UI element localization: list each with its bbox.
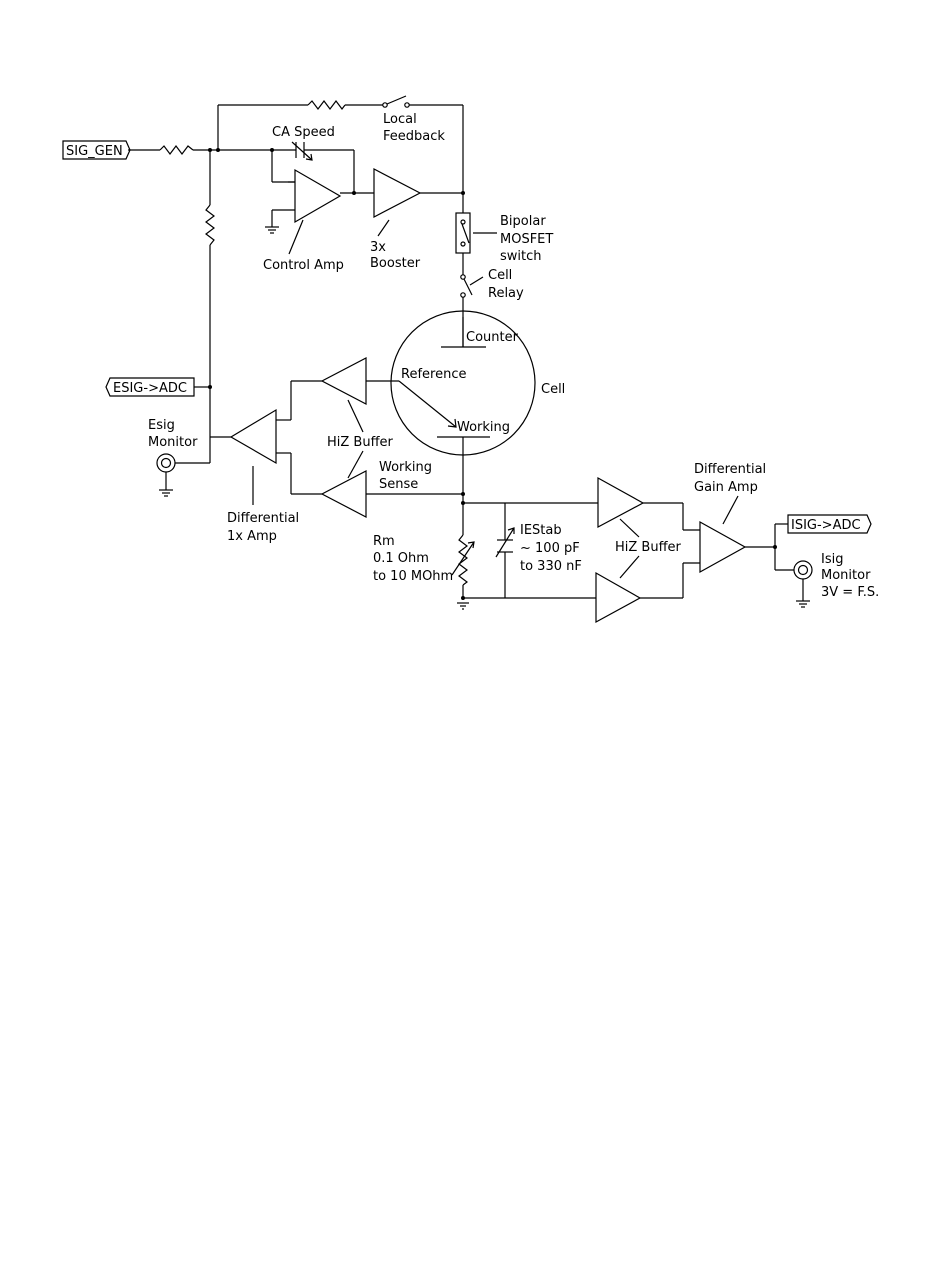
esig-adc-label: ESIG->ADC xyxy=(113,381,187,396)
ground-control-amp xyxy=(265,225,279,234)
diff-gain-amp-label-2: Gain Amp xyxy=(694,480,758,495)
local-feedback-label: Local xyxy=(383,112,417,127)
feedback-resistor xyxy=(307,100,346,110)
cell-relay-label-2: Relay xyxy=(488,286,524,301)
working-sense-label-2: Sense xyxy=(379,477,418,492)
text-labels: Local Feedback CA Speed Control Amp 3x B… xyxy=(148,112,879,600)
rm-label-3: to 10 MOhm xyxy=(373,569,453,584)
local-feedback-switch xyxy=(382,95,410,108)
cell-relay-switch xyxy=(460,274,484,298)
ca-speed-label: CA Speed xyxy=(272,125,335,140)
isig-monitor-connector xyxy=(793,560,813,580)
rm-label-2: 0.1 Ohm xyxy=(373,551,429,566)
esig-monitor-label-2: Monitor xyxy=(148,435,198,450)
bipolar-label-2: MOSFET xyxy=(500,232,553,247)
hiz-buffer-lower xyxy=(595,571,642,624)
bipolar-label-3: switch xyxy=(500,249,542,264)
working-label: Working xyxy=(457,420,510,435)
differential-1x-amp xyxy=(229,408,277,465)
junction-dots xyxy=(208,148,777,600)
esig-adc-port: ESIG->ADC xyxy=(105,377,195,397)
esig-monitor-label: Esig xyxy=(148,418,175,433)
control-amp-label: Control Amp xyxy=(263,258,344,273)
bipolar-label: Bipolar xyxy=(500,214,546,229)
counter-label: Counter xyxy=(466,330,519,345)
differential-gain-amp xyxy=(699,520,747,574)
hiz-buffer-working-sense xyxy=(320,470,367,518)
sig-gen-label: SIG_GEN xyxy=(66,144,123,159)
rm-label: Rm xyxy=(373,534,395,549)
divider-resistor xyxy=(205,204,215,246)
booster-label: 3x xyxy=(370,240,386,255)
control-amp xyxy=(294,168,342,224)
iestab-label-3: to 330 nF xyxy=(520,559,582,574)
hiz-buffer-upper xyxy=(597,476,645,528)
isig-adc-port: ISIG->ADC xyxy=(787,514,872,534)
bipolar-mosfet-switch xyxy=(455,212,471,254)
ground-esig-monitor xyxy=(159,472,173,497)
isig-monitor-label-3: 3V = F.S. xyxy=(821,585,879,600)
differential-1x-label-2: 1x Amp xyxy=(227,529,277,544)
booster-label-2: Booster xyxy=(370,256,421,271)
leader-lines xyxy=(252,219,739,579)
isig-adc-label: ISIG->ADC xyxy=(791,518,861,533)
working-sense-label: Working xyxy=(379,460,432,475)
sig-gen-port: SIG_GEN xyxy=(62,140,131,160)
diff-gain-amp-label: Differential xyxy=(694,462,766,477)
esig-monitor-connector xyxy=(156,453,176,473)
isig-monitor-label-2: Monitor xyxy=(821,568,871,583)
ca-speed-capacitor xyxy=(291,141,313,161)
hiz-buffer-reference xyxy=(320,357,367,405)
cell-relay-label: Cell xyxy=(488,268,512,283)
ground-rm xyxy=(457,602,469,610)
iestab-label: IEStab xyxy=(520,523,562,538)
local-feedback-label-2: Feedback xyxy=(383,129,445,144)
electrochemical-cell xyxy=(390,310,536,456)
booster-amp xyxy=(373,168,422,218)
hiz-buffer-top-label: HiZ Buffer xyxy=(327,435,394,450)
iestab-label-2: ~ 100 pF xyxy=(520,541,580,556)
ground-isig-monitor xyxy=(796,579,810,608)
differential-1x-label: Differential xyxy=(227,511,299,526)
hiz-buffer-bottom-label: HiZ Buffer xyxy=(615,540,682,555)
reference-label: Reference xyxy=(401,367,466,382)
iestab-capacitor xyxy=(495,527,515,558)
input-resistor xyxy=(159,145,194,155)
cell-label: Cell xyxy=(541,382,565,397)
isig-monitor-label: Isig xyxy=(821,552,843,567)
rm-variable-resistor xyxy=(451,534,475,586)
